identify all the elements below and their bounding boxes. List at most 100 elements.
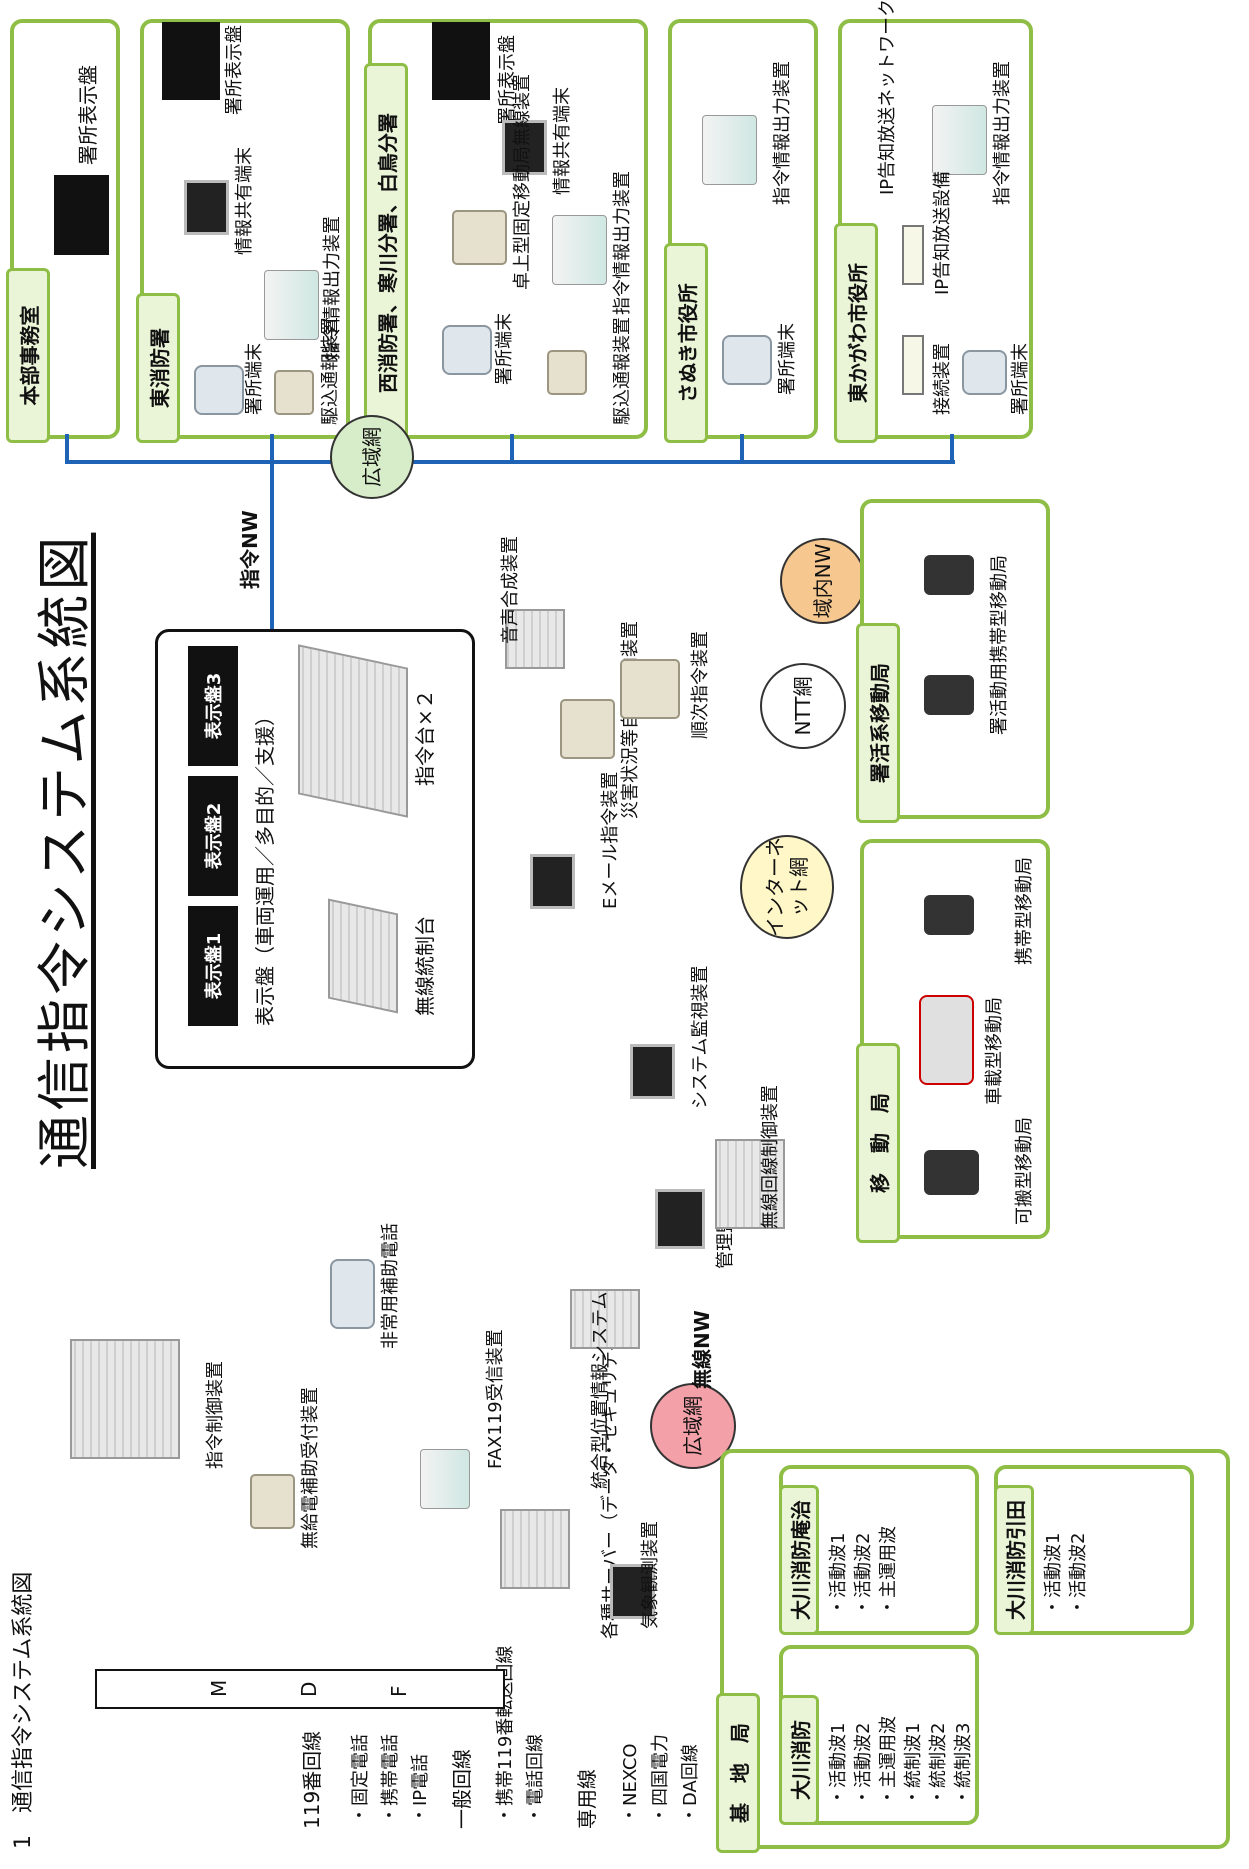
vehicle-icon <box>919 995 974 1085</box>
console-icon <box>298 644 408 818</box>
line-senyo: 専用線 <box>575 1769 599 1829</box>
hijo-label: 非常用補助電話 <box>380 1223 401 1349</box>
radio-handset-icon <box>924 555 974 595</box>
okawa-name: 大川消防 <box>779 1695 819 1825</box>
hiketa-item: ・活動波1 <box>1043 1532 1064 1616</box>
ip-broadcast-label: IP告知放送設備 <box>932 170 953 295</box>
line-119-item: ・IP電話 <box>410 1753 431 1824</box>
connector-icon <box>902 335 924 395</box>
mdf-m: M <box>207 1679 231 1697</box>
ikinai-nw: 域内NW <box>780 538 866 624</box>
site-honbu: 本部事務室 署所表示盤 <box>6 19 120 443</box>
anji-item: ・主運用波 <box>878 1526 899 1616</box>
phone-icon <box>722 335 772 385</box>
anji-item: ・活動波2 <box>853 1532 874 1616</box>
kichi-group: 基 地 局 大川消防 ・活動波1 ・活動波2 ・主運用波 ・統制波1 ・統制波2… <box>716 1449 1230 1853</box>
printer-icon <box>552 215 607 285</box>
radio-console-icon <box>328 898 398 1014</box>
saigai-label: 災害状況等自動案内装置 <box>620 621 641 819</box>
site-sanuki-name: さぬき市役所 <box>664 243 708 443</box>
site-nishi: 西消防署、寒川分署、白鳥分署 署所表示盤 情報共有端末 卓上型固定移動局無線装置… <box>364 19 648 443</box>
ido-handheld: 携帯型移動局 <box>1014 857 1035 965</box>
anji-name: 大川消防庵治 <box>779 1485 819 1635</box>
fax-icon <box>420 1449 470 1509</box>
kichi-anji: 大川消防庵治 ・活動波1 ・活動波2 ・主運用波 <box>779 1465 979 1635</box>
phone-icon <box>194 365 244 415</box>
mdf-d: D <box>297 1681 321 1697</box>
branch-line <box>950 434 954 464</box>
mdf-frame: M D F <box>95 1669 505 1709</box>
line-senyo-item: ・DA回線 <box>680 1744 701 1824</box>
shireidai-label: 指令台×２ <box>413 689 437 786</box>
kichi-hiketa: 大川消防引田 ・活動波1 ・活動波2 <box>994 1465 1194 1635</box>
handheld-radio-icon <box>924 895 974 935</box>
line-119-item: ・固定電話 <box>350 1734 371 1824</box>
emergency-call-icon <box>547 350 587 395</box>
musen-nw-label: 無線NW <box>690 1310 714 1389</box>
okawa-item: ・統制波3 <box>953 1722 974 1806</box>
nishi-share-label: 情報共有端末 <box>552 87 573 195</box>
site-honbu-item: 署所表示盤 <box>76 65 100 165</box>
device-icon <box>250 1474 295 1529</box>
nishi-printer-label: 指令情報出力装置 <box>612 171 633 315</box>
nishi-terminal-label: 署所端末 <box>494 313 515 385</box>
display-2: 表示盤2 <box>188 776 238 896</box>
ido-portable: 可搬型移動局 <box>1014 1117 1035 1225</box>
higashi-share-label: 情報共有端末 <box>234 147 255 255</box>
portable-radio-icon <box>924 1150 979 1195</box>
display-3: 表示盤3 <box>188 646 238 766</box>
line-senyo-item: ・NEXCO <box>620 1743 641 1824</box>
ido-name: 移 動 局 <box>856 1043 900 1243</box>
sanuki-printer-label: 指令情報出力装置 <box>772 61 793 205</box>
display-1: 表示盤1 <box>188 906 238 1026</box>
musen-label: 無線統制台 <box>413 916 437 1016</box>
line-119: 119番回線 <box>300 1730 324 1829</box>
kisho-label: 気象観測装置 <box>640 1521 661 1629</box>
line-ippan: 一般回線 <box>450 1749 474 1829</box>
musen-kaisen-label: 無線回線制御装置 <box>760 1085 781 1229</box>
phone-icon <box>330 1259 375 1329</box>
hiketa-item: ・活動波2 <box>1068 1532 1089 1616</box>
junji-label: 順次指令装置 <box>690 631 711 739</box>
branch-line <box>510 434 514 464</box>
site-higashikagawa-name: 東かがわ市役所 <box>834 223 878 443</box>
device-icon <box>560 699 615 759</box>
kichi-name: 基 地 局 <box>716 1693 760 1853</box>
mukyuden-label: 無給電補助受付装置 <box>300 1387 321 1549</box>
system-kanshi-label: システム監視装置 <box>690 965 711 1109</box>
sanuki-terminal-label: 署所端末 <box>777 323 798 395</box>
printer-icon <box>932 105 987 175</box>
monitor-icon <box>530 854 575 909</box>
onsei-label: 音声合成装置 <box>500 536 521 644</box>
shirei-nw-label: 指令NW <box>238 510 262 589</box>
higashi-terminal-label: 署所端末 <box>244 343 265 415</box>
okawa-item: ・主運用波 <box>878 1716 899 1806</box>
okawa-item: ・活動波2 <box>853 1722 874 1806</box>
okawa-item: ・統制波2 <box>928 1722 949 1806</box>
ntt-network: NTT網 <box>760 663 846 749</box>
kichi-okawa: 大川消防 ・活動波1 ・活動波2 ・主運用波 ・統制波1 ・統制波2 ・統制波3 <box>779 1645 979 1825</box>
printer-icon <box>702 115 757 185</box>
line-119-item: ・携帯電話 <box>380 1734 401 1824</box>
site-higashi: 東消防署 署所表示盤 情報共有端末 指令情報出力装置 署所端末 駆込通報装置 <box>136 19 350 443</box>
mobile-shokatsu: 署活系移動局 署活動用携帯型移動局 <box>856 499 1050 823</box>
line-ippan-item: ・電話回線 <box>525 1734 546 1824</box>
printer-icon <box>264 270 319 340</box>
site-higashikagawa: 東かがわ市役所 IP告知放送ネットワークへ 指令情報出力装置 IP告知放送設備 … <box>834 0 1033 443</box>
emergency-call-icon <box>274 370 314 415</box>
display-panel-icon <box>432 22 490 100</box>
ip-device-icon <box>902 225 924 285</box>
togo-label: 統合型位置情報システム <box>590 1291 611 1489</box>
monitor-icon <box>655 1189 705 1249</box>
mdf-f: F <box>387 1685 411 1697</box>
figure-caption: 1 通信指令システム系統図 <box>11 1571 36 1849</box>
line-senyo-item: ・四国電力 <box>650 1734 671 1824</box>
radio-handset-icon <box>924 675 974 715</box>
koiki-network: 広域網 <box>330 415 414 499</box>
phone-icon <box>442 325 492 375</box>
fax-label: FAX119受信装置 <box>485 1329 506 1469</box>
higashi-kakekomi-label: 駆込通報装置 <box>320 317 341 425</box>
ido-vehicle: 車載型移動局 <box>984 997 1005 1105</box>
